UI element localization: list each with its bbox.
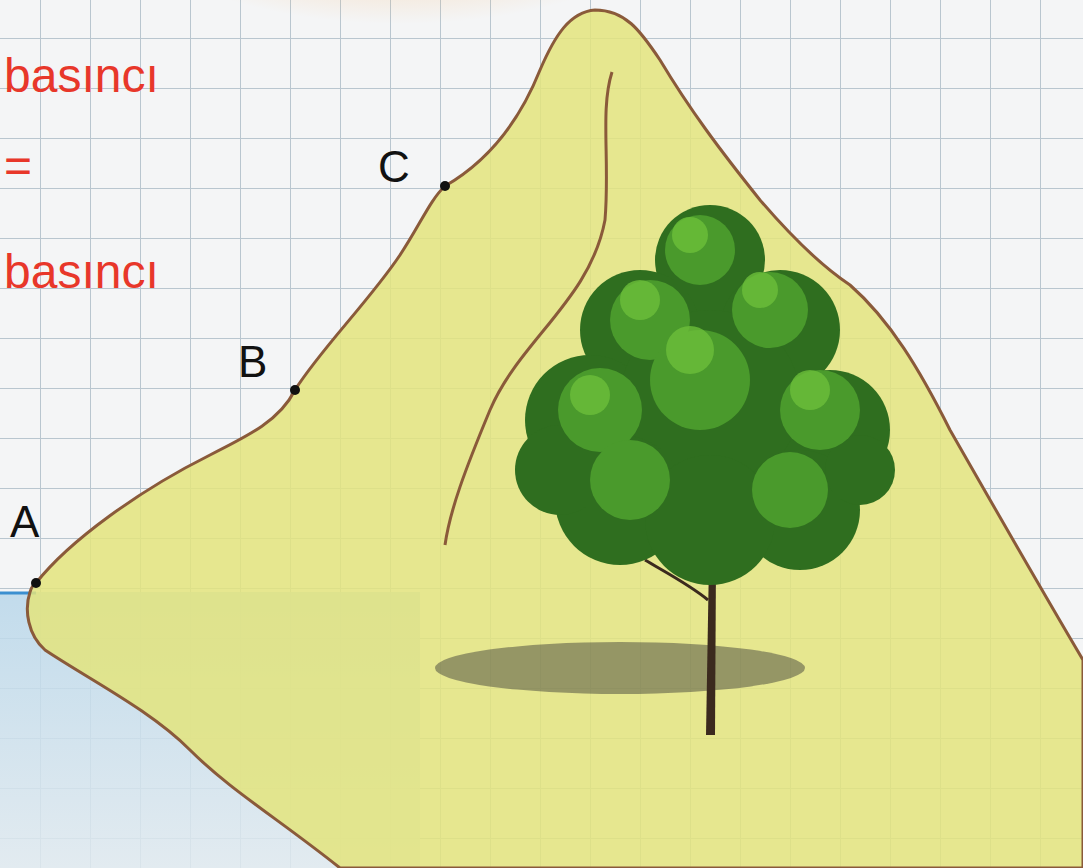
point-label: B xyxy=(238,340,267,384)
formula-text: basıncı xyxy=(4,248,159,296)
formula-text: = xyxy=(4,142,32,190)
point-label: C xyxy=(378,145,410,189)
tree xyxy=(435,205,895,735)
formula-text: basıncı xyxy=(4,52,159,100)
point-dot xyxy=(31,578,41,588)
point-dot xyxy=(440,181,450,191)
point-dot xyxy=(290,385,300,395)
hill xyxy=(27,10,1083,868)
point-label: A xyxy=(10,500,39,544)
